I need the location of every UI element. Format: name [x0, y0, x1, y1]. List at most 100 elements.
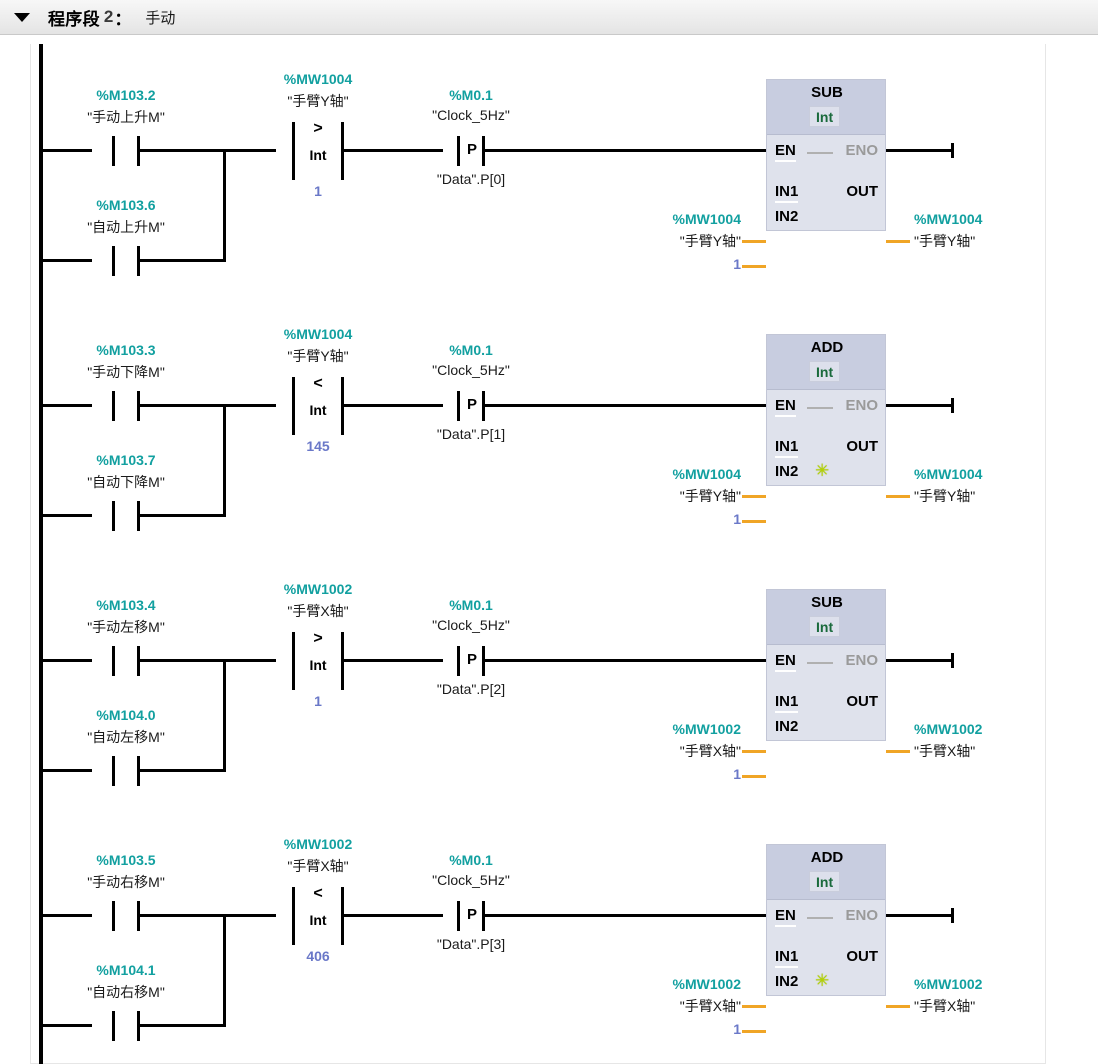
- in2-operand-constant: 1: [733, 511, 741, 527]
- ladder-rung: %M103.4 "手动左移M" %M104.0 "自动左移M" %MW1002 …: [31, 554, 1047, 809]
- comparator-contact[interactable]: > Int: [286, 120, 350, 180]
- in1-operand-address: %MW1004: [672, 211, 741, 227]
- pulse-address: %M0.1: [449, 597, 493, 613]
- in2-connector-line: [742, 1030, 766, 1033]
- in2-pin-label[interactable]: IN2: [775, 973, 799, 990]
- in1-operand-symbol: "手臂X轴": [679, 998, 741, 1014]
- out-connector-line: [886, 240, 910, 243]
- network-header-bar[interactable]: 程序段 2 ： 手动: [0, 0, 1098, 35]
- comparator-bar-left: [292, 632, 295, 690]
- out-pin-label[interactable]: OUT: [846, 183, 878, 200]
- in2-pin-label[interactable]: IN2: [775, 718, 799, 735]
- in1-pin-label[interactable]: IN1: [775, 183, 799, 203]
- ladder-diagram-canvas[interactable]: %M103.2 "手动上升M" %M103.6 "自动上升M" %MW1004 …: [30, 44, 1046, 1064]
- en-pin-label[interactable]: EN: [775, 142, 796, 162]
- wire-contact-a-to-junction: [140, 914, 226, 917]
- normally-open-contact-a[interactable]: [106, 391, 146, 421]
- comparator-contact[interactable]: < Int: [286, 375, 350, 435]
- comparator-contact[interactable]: > Int: [286, 630, 350, 690]
- in1-pin-label[interactable]: IN1: [775, 693, 799, 713]
- triangle-down-icon[interactable]: [14, 12, 30, 22]
- wire-rail-to-contact-a: [41, 659, 92, 662]
- wire-junction-to-comparator: [223, 914, 276, 917]
- comparator-bar-left: [292, 887, 295, 945]
- function-block-datatype[interactable]: Int: [809, 871, 841, 892]
- wire-junction-to-comparator: [223, 404, 276, 407]
- in1-operand-symbol: "手臂X轴": [679, 743, 741, 759]
- in1-pin-label[interactable]: IN1: [775, 948, 799, 968]
- contact-b-symbol: "自动下降M": [87, 474, 165, 490]
- function-block[interactable]: SUB Int EN ENO IN1 IN2 OUT: [766, 79, 886, 231]
- eno-pin-label[interactable]: ENO: [845, 652, 878, 669]
- wire-eno-out: [886, 404, 953, 407]
- in2-pin-label[interactable]: IN2: [775, 463, 799, 480]
- comparator-operator: >: [313, 120, 323, 137]
- function-block[interactable]: ADD Int EN ENO IN1 IN2 ✳ OUT: [766, 334, 886, 486]
- normally-open-contact-a[interactable]: [106, 136, 146, 166]
- contact-bar-right: [137, 646, 140, 676]
- normally-open-contact-a[interactable]: [106, 646, 146, 676]
- normally-open-contact-a[interactable]: [106, 901, 146, 931]
- contact-bar-left: [457, 901, 460, 931]
- contact-bar-left: [457, 136, 460, 166]
- function-block-datatype[interactable]: Int: [809, 106, 841, 127]
- eno-pin-label[interactable]: ENO: [845, 907, 878, 924]
- normally-open-contact-b[interactable]: [106, 501, 146, 531]
- wire-rail-to-contact-b: [41, 514, 92, 517]
- contact-bar-right: [137, 246, 140, 276]
- contact-b-symbol: "自动左移M": [87, 729, 165, 745]
- branch-join-vertical: [223, 914, 226, 1027]
- out-operand-address: %MW1002: [914, 976, 983, 992]
- positive-edge-contact[interactable]: P: [451, 646, 491, 676]
- contact-bar-right: [482, 391, 485, 421]
- wire-pulse-to-en: [485, 404, 766, 407]
- in2-pin-label[interactable]: IN2: [775, 208, 799, 225]
- eno-pin-label[interactable]: ENO: [845, 397, 878, 414]
- pulse-p-letter: P: [466, 906, 477, 923]
- contact-b-address: %M103.6: [96, 197, 156, 213]
- en-pin-label[interactable]: EN: [775, 652, 796, 672]
- comparator-symbol: "手臂Y轴": [287, 93, 349, 109]
- normally-open-contact-b[interactable]: [106, 756, 146, 786]
- function-block-datatype[interactable]: Int: [809, 361, 841, 382]
- comparator-contact[interactable]: < Int: [286, 885, 350, 945]
- positive-edge-contact[interactable]: P: [451, 391, 491, 421]
- contact-bar-left: [112, 501, 115, 531]
- ladder-rung: %M103.2 "手动上升M" %M103.6 "自动上升M" %MW1004 …: [31, 44, 1047, 299]
- contact-a-address: %M103.4: [96, 597, 156, 613]
- contact-bar-right: [482, 136, 485, 166]
- contact-bar-left: [112, 756, 115, 786]
- comparator-bar-left: [292, 122, 295, 180]
- wire-pulse-to-en: [485, 149, 766, 152]
- en-pin-label[interactable]: EN: [775, 907, 796, 927]
- function-block-datatype[interactable]: Int: [809, 616, 841, 637]
- add-input-sparkle-icon[interactable]: ✳: [815, 971, 830, 990]
- contact-bar-left: [112, 246, 115, 276]
- positive-edge-contact[interactable]: P: [451, 136, 491, 166]
- network-number: 2: [103, 7, 114, 26]
- pulse-address: %M0.1: [449, 87, 493, 103]
- comparator-bar-left: [292, 377, 295, 435]
- function-block[interactable]: SUB Int EN ENO IN1 IN2 OUT: [766, 589, 886, 741]
- in1-pin-label[interactable]: IN1: [775, 438, 799, 458]
- positive-edge-contact[interactable]: P: [451, 901, 491, 931]
- in1-operand-symbol: "手臂Y轴": [679, 233, 741, 249]
- en-pin-label[interactable]: EN: [775, 397, 796, 417]
- normally-open-contact-b[interactable]: [106, 246, 146, 276]
- contact-b-address: %M104.0: [96, 707, 156, 723]
- contact-bar-left: [112, 1011, 115, 1041]
- comparator-bar-right: [341, 887, 344, 945]
- eno-pin-label[interactable]: ENO: [845, 142, 878, 159]
- normally-open-contact-b[interactable]: [106, 1011, 146, 1041]
- in1-operand-symbol: "手臂Y轴": [679, 488, 741, 504]
- comparator-address: %MW1004: [283, 326, 353, 342]
- out-pin-label[interactable]: OUT: [846, 948, 878, 965]
- comparator-datatype: Int: [309, 147, 327, 163]
- out-pin-label[interactable]: OUT: [846, 438, 878, 455]
- pulse-memory-bit: "Data".P[1]: [436, 426, 506, 442]
- out-pin-label[interactable]: OUT: [846, 693, 878, 710]
- pulse-symbol: "Clock_5Hz": [432, 617, 510, 633]
- add-input-sparkle-icon[interactable]: ✳: [815, 461, 830, 480]
- out-connector-line: [886, 1005, 910, 1008]
- function-block[interactable]: ADD Int EN ENO IN1 IN2 ✳ OUT: [766, 844, 886, 996]
